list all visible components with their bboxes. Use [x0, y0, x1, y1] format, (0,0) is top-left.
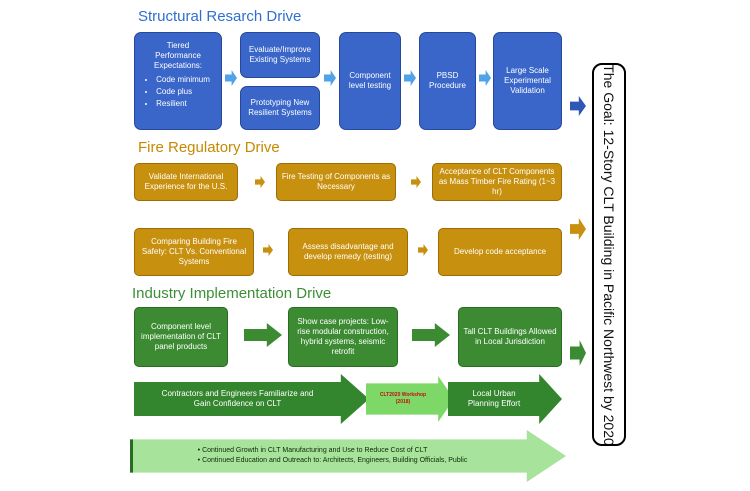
- right-arrow-icon: [225, 70, 237, 86]
- right-arrow-icon: [255, 176, 265, 188]
- tiered-bullets: Code minimum Code plus Resilient: [146, 75, 210, 111]
- continued-item-text: Continued Growth in CLT Manufacturing an…: [202, 447, 428, 454]
- right-arrow-icon: [404, 70, 416, 86]
- tiered-bullet: Code minimum: [156, 75, 210, 85]
- local-urban-text: Local Urban Planning Effort: [467, 389, 521, 408]
- pbsd-procedure-box: PBSD Procedure: [419, 32, 476, 130]
- tiered-heading: Tiered Performance Expectations:: [153, 41, 203, 70]
- goal-text: The Goal: 12-Story CLT Building in Pacif…: [601, 63, 617, 446]
- right-arrow-icon: [570, 340, 586, 366]
- tiered-performance-box: Tiered Performance Expectations: Code mi…: [134, 32, 222, 130]
- right-arrow-icon: [418, 244, 428, 256]
- continued-item: • Continued Growth in CLT Manufacturing …: [197, 447, 428, 454]
- comparing-fire-safety-box: Comparing Building Fire Safety: CLT Vs. …: [134, 228, 254, 276]
- local-urban-banner: Local Urban Planning Effort: [448, 374, 562, 424]
- assess-disadvantage-box: Assess disadvantage and develop remedy (…: [288, 228, 408, 276]
- right-arrow-icon: [570, 96, 586, 116]
- continued-growth-banner: • Continued Growth in CLT Manufacturing …: [130, 430, 566, 482]
- develop-code-box: Develop code acceptance: [438, 228, 562, 276]
- contractors-engineers-banner: Contractors and Engineers Familiarize an…: [134, 374, 369, 424]
- right-arrow-icon: [324, 70, 336, 86]
- showcase-projects-box: Show case projects: Low-rise modular con…: [288, 307, 398, 367]
- evaluate-existing-box: Evaluate/Improve Existing Systems: [240, 32, 320, 78]
- tiered-bullet: Code plus: [156, 87, 210, 97]
- right-arrow-icon: [411, 176, 421, 188]
- goal-box: The Goal: 12-Story CLT Building in Pacif…: [592, 63, 626, 446]
- acceptance-clt-box: Acceptance of CLT Components as Mass Tim…: [432, 163, 562, 201]
- fire-testing-box: Fire Testing of Components as Necessary: [276, 163, 396, 201]
- validate-experience-box: Validate International Experience for th…: [134, 163, 238, 201]
- right-arrow-icon: [244, 323, 282, 347]
- prototyping-box: Prototyping New Resilient Systems: [240, 86, 320, 130]
- tiered-bullet: Resilient: [156, 99, 210, 109]
- continued-item-text: Continued Education and Outreach to: Arc…: [202, 457, 468, 464]
- contractors-engineers-text: Contractors and Engineers Familiarize an…: [161, 389, 314, 408]
- workshop-text: CLT2020 Workshop (2018): [379, 392, 427, 405]
- right-arrow-icon: [263, 244, 273, 256]
- continued-list: • Continued Growth in CLT Manufacturing …: [198, 446, 468, 466]
- industry-drive-title: Industry Implementation Drive: [132, 285, 332, 302]
- structural-drive-title: Structural Resarch Drive: [138, 8, 302, 25]
- right-arrow-icon: [570, 218, 586, 240]
- continued-item: • Continued Education and Outreach to: A…: [197, 457, 468, 464]
- workshop-banner: CLT2020 Workshop (2018): [366, 376, 454, 422]
- component-testing-box: Component level testing: [339, 32, 401, 130]
- large-scale-validation-box: Large Scale Experimental Validation: [493, 32, 562, 130]
- right-arrow-icon: [479, 70, 491, 86]
- component-level-box: Component level implementation of CLT pa…: [134, 307, 228, 367]
- fire-drive-title: Fire Regulatory Drive: [138, 139, 280, 156]
- right-arrow-icon: [412, 323, 450, 347]
- tall-clt-box: Tall CLT Buildings Allowed in Local Juri…: [458, 307, 562, 367]
